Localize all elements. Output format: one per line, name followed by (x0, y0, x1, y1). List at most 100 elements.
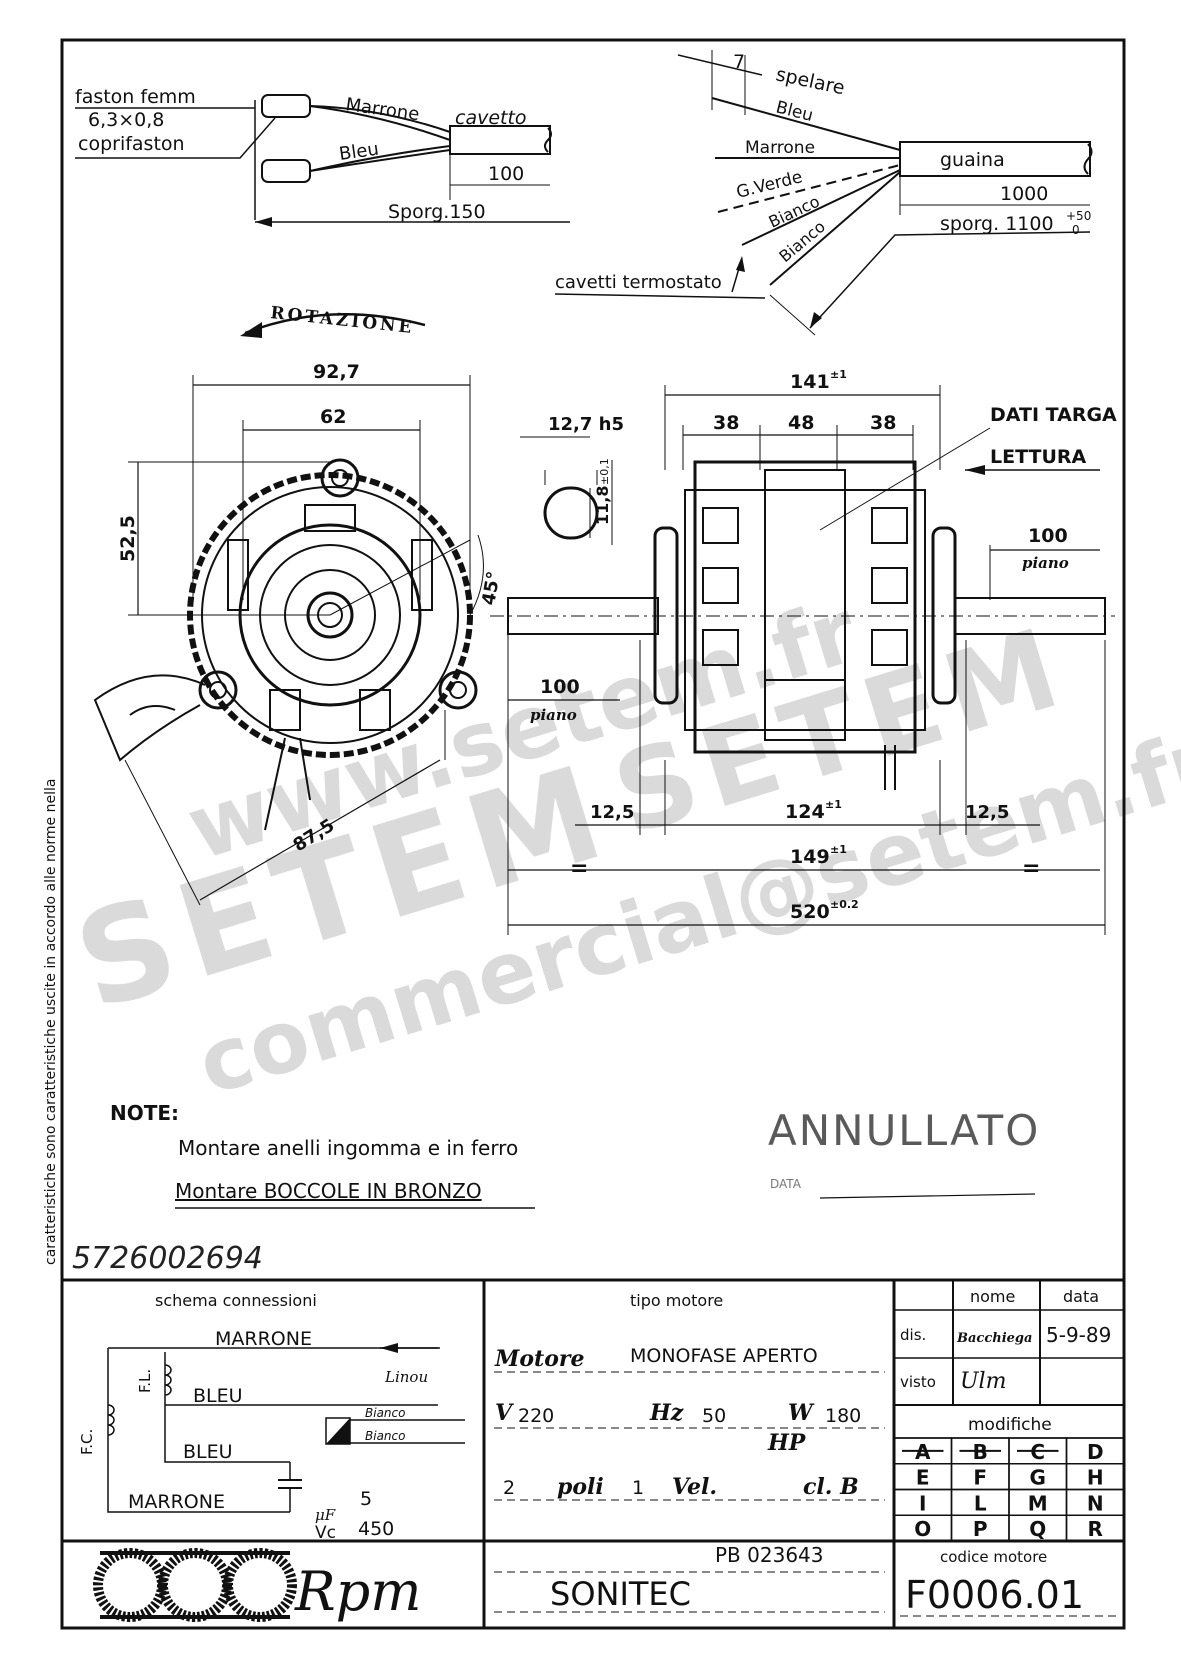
modifiche-letter: R (1088, 1517, 1103, 1541)
modifiche-letter: E (916, 1466, 930, 1490)
title-block: schema connessioni MARRONE F.L. BLEU Lin… (62, 1278, 1125, 1628)
sporg-1100-label: sporg. 1100 (940, 213, 1054, 235)
motor-motore: Motore (494, 1346, 584, 1372)
dim-520-tol: ±0.2 (830, 898, 859, 911)
names-dis-label: dis. (900, 1326, 926, 1344)
names-dis-name: Bacchiega (956, 1331, 1032, 1346)
dim-38-right: 38 (870, 412, 896, 434)
gap-left-12-5: 12,5 (590, 802, 634, 823)
shaft-diameter: 12,7 h5 (548, 414, 624, 435)
motor-vel-value: 1 (632, 1477, 644, 1499)
eq-left: = (570, 856, 588, 881)
notes-section: NOTE: Montare anelli ingomma e in ferro … (72, 1101, 1040, 1276)
shaft-left-piano: piano (530, 706, 577, 724)
modifiche-title: modifiche (968, 1415, 1052, 1435)
motor-w-label: W (788, 1400, 815, 1426)
guaina-length: 1000 (1000, 183, 1048, 205)
motor-poles-value: 2 (503, 1477, 515, 1499)
wire-gverde: G.Verde (734, 167, 804, 203)
watermark: SETEM SETEM www.setem.fr commercial@sete… (60, 579, 1181, 1115)
dim-38-left: 38 (713, 412, 739, 434)
motor-vel-label: Vel. (672, 1474, 717, 1500)
angle-45: 45° (478, 570, 505, 607)
schema-bianco-2: Bianco (365, 1429, 405, 1443)
eq-right: = (1022, 856, 1040, 881)
strip-length: 7 (733, 51, 745, 73)
modifiche-letter: D (1087, 1440, 1104, 1464)
dim-141: 141 (790, 371, 830, 393)
side-view: 141 ±1 38 48 38 DATI TARGA LETTURA (490, 368, 1117, 935)
note-line-1: Montare anelli ingomma e in ferro (178, 1136, 518, 1160)
annullato-stamp: ANNULLATO (768, 1106, 1040, 1155)
left-wiring-detail: faston femm 6,3×0,8 coprifaston Marrone … (75, 86, 570, 227)
shaft-right-100: 100 (1028, 525, 1068, 547)
dim-124: 124 (785, 801, 825, 823)
faston-label: faston femm (75, 86, 196, 108)
modifiche-letter: G (1030, 1466, 1046, 1490)
rpm-logo-text: Rpm (294, 1560, 421, 1623)
stamp-date-label: DATA (770, 1177, 802, 1191)
dim-48: 48 (788, 412, 814, 434)
gap-right-12-5: 12,5 (965, 802, 1009, 823)
modifiche-letter: M (1028, 1491, 1048, 1515)
motor-hp-label: HP (767, 1430, 807, 1456)
motor-hz-value: 50 (702, 1405, 726, 1427)
wire-bleu-right: Bleu (774, 97, 815, 126)
schema-vc-label: Vc (315, 1523, 336, 1543)
lettura-label: LETTURA (990, 446, 1087, 468)
modifiche-letter: P (973, 1517, 988, 1541)
sporg-tol-low: 0 (1072, 223, 1080, 237)
schema-linou: Linou (384, 1368, 428, 1386)
dim-52-5: 52,5 (117, 515, 139, 562)
code-label: codice motore (940, 1548, 1047, 1566)
code-value: F0006.01 (905, 1573, 1084, 1617)
motor-poles-label: poli (557, 1474, 604, 1500)
shaft-left-100: 100 (540, 676, 580, 698)
shaft-flat-tol: ±0,1 (598, 458, 611, 485)
dim-62: 62 (320, 406, 346, 428)
dim-149: 149 (790, 846, 830, 868)
schema-bleu-2: BLEU (183, 1441, 233, 1463)
modifiche-grid: ABCDEFGHILMNOPQR (893, 1437, 1125, 1542)
motor-v-value: 220 (518, 1405, 554, 1427)
shaft-right-piano: piano (1022, 554, 1069, 572)
schema-marrone-bottom: MARRONE (128, 1491, 225, 1513)
names-visto-sign: Ulm (960, 1369, 1006, 1394)
schema-bleu-1: BLEU (193, 1385, 243, 1407)
sporg-tol-high: +50 (1066, 209, 1091, 223)
motor-title: tipo motore (630, 1291, 723, 1310)
dati-targa-label: DATI TARGA (990, 404, 1117, 426)
handwritten-number: 5726002694 (72, 1241, 263, 1276)
sheet-border (60, 38, 1126, 1630)
motor-v-label: V (495, 1400, 514, 1426)
dim-149-tol: ±1 (830, 843, 847, 856)
dim-92-7: 92,7 (313, 361, 360, 383)
schema-cap-label: μF (315, 1506, 336, 1524)
names-data-header: data (1063, 1287, 1099, 1306)
schema-bianco-1: Bianco (365, 1406, 405, 1420)
schema-vc-value: 450 (358, 1518, 394, 1540)
coprifaston-label: coprifaston (78, 133, 185, 155)
schema-cap-value: 5 (360, 1488, 372, 1510)
dim-141-tol: ±1 (830, 368, 847, 381)
sporg-150-label: Sporg.150 (388, 201, 486, 223)
modifiche-letter: N (1087, 1491, 1104, 1515)
schema-marrone-top: MARRONE (215, 1328, 312, 1350)
side-note: caratteristiche sono caratteristiche usc… (43, 779, 59, 1265)
modifiche-letter: I (919, 1491, 926, 1515)
modifiche-letter: F (973, 1466, 987, 1490)
modifiche-letter: O (914, 1517, 931, 1541)
wire-marrone-right: Marrone (745, 138, 815, 158)
modifiche-letter: L (974, 1491, 987, 1515)
guaina-label: guaina (940, 149, 1005, 171)
rpm-logo: Rpm (93, 1548, 421, 1623)
dim-520: 520 (790, 901, 830, 923)
motor-hz-label: Hz (649, 1400, 684, 1426)
modifiche-cell (1065, 1514, 1125, 1542)
pb-code: PB 023643 (715, 1543, 824, 1567)
cavetto-length: 100 (488, 163, 524, 185)
names-nome-header: nome (970, 1287, 1015, 1306)
spelare-label: spelare (774, 63, 847, 99)
